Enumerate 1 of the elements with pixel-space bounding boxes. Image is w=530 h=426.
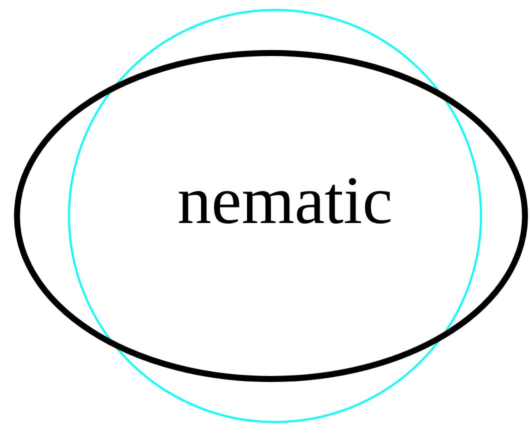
node-label: nematic — [177, 166, 393, 234]
